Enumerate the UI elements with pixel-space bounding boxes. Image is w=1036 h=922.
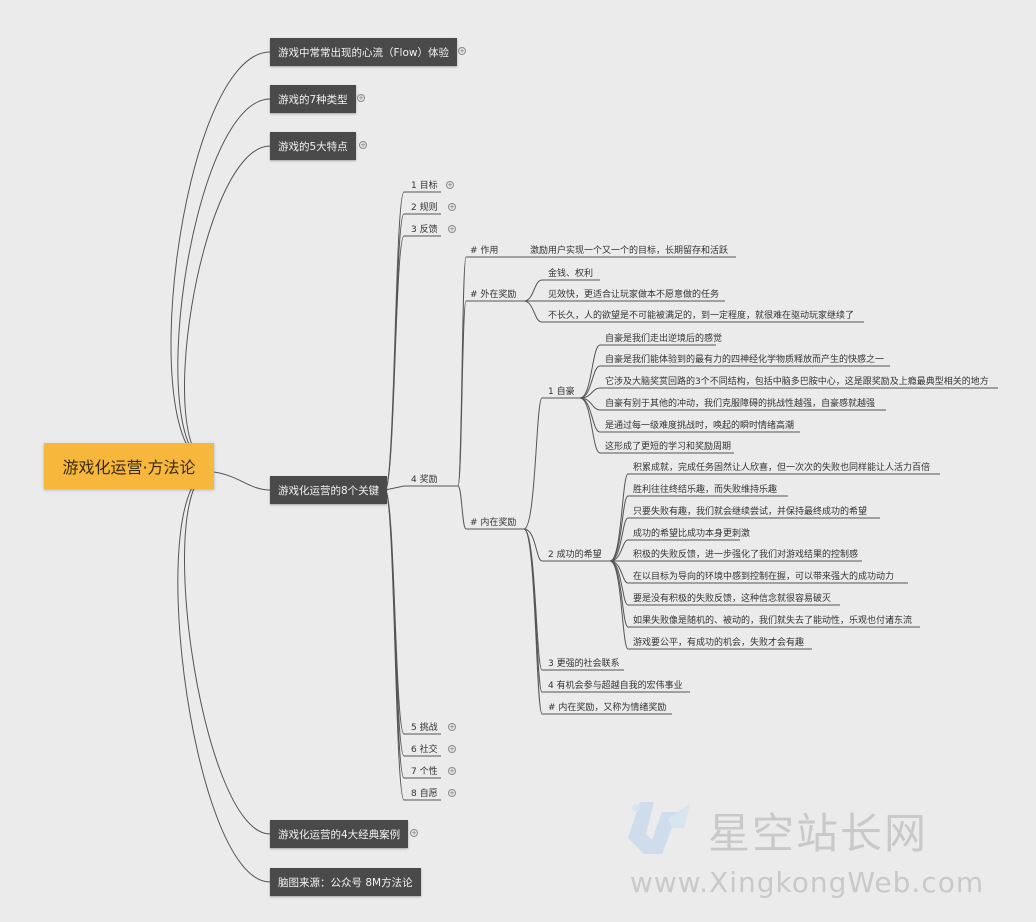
expand-icon[interactable]: +	[448, 789, 456, 797]
main-node-keys[interactable]: 游戏化运营的8个关键	[270, 476, 388, 504]
internal-item[interactable]: 4 有机会参与超越自我的宏伟事业	[548, 681, 683, 691]
main-node-source[interactable]: 脑图来源：公众号 8M方法论	[270, 868, 421, 896]
hope-item[interactable]: 要是没有积极的失败反馈，这种信念就很容易破灭	[633, 594, 832, 604]
expand-icon[interactable]: +	[357, 94, 365, 102]
key-voluntary[interactable]: 8 自愿	[411, 789, 438, 799]
hope-item[interactable]: 游戏要公平，有成功的机会，失败才会有趣	[633, 638, 805, 648]
main-node-types[interactable]: 游戏的7种类型	[270, 85, 356, 113]
watermark-cn: 星空站长网	[708, 809, 929, 858]
expand-icon[interactable]: +	[448, 745, 456, 753]
reward-role-label[interactable]: # 作用	[470, 246, 499, 256]
expand-icon[interactable]: +	[410, 829, 418, 837]
hope-item[interactable]: 积累成就，完成任务固然让人欣喜，但一次次的失败也同样能让人活力百倍	[633, 463, 931, 473]
internal-item[interactable]: 3 更强的社会联系	[548, 659, 620, 669]
key-goal[interactable]: 1 目标	[411, 181, 438, 191]
watermark-logo-icon	[628, 802, 690, 854]
external-item[interactable]: 不长久，人的欲望是不可能被满足的，到一定程度，就很难在驱动玩家继续了	[548, 311, 855, 321]
pride-label[interactable]: 1 自豪	[548, 387, 575, 397]
hope-item[interactable]: 成功的希望比成功本身更刺激	[633, 529, 751, 539]
hope-item[interactable]: 胜利往往终结乐趣，而失败维持乐趣	[633, 485, 778, 495]
key-feedback[interactable]: 3 反馈	[411, 225, 438, 235]
expand-icon[interactable]: +	[458, 47, 466, 55]
pride-item[interactable]: 自豪是我们能体验到的最有力的四神经化学物质释放而产生的快感之一	[605, 355, 885, 365]
expand-icon[interactable]: +	[448, 767, 456, 775]
external-item[interactable]: 见效快，更适合让玩家做本不愿意做的任务	[548, 290, 720, 300]
hope-item[interactable]: 只要失败有趣，我们就会继续尝试，并保持最终成功的希望	[633, 507, 868, 517]
pride-item[interactable]: 是通过每一级难度挑战时，唤起的瞬时情绪高潮	[605, 421, 795, 431]
pride-item[interactable]: 它涉及大脑奖赏回路的3个不同结构，包括中脑多巴胺中心，这是跟奖励及上瘾最典型相关…	[605, 377, 989, 387]
key-reward[interactable]: 4 奖励	[411, 475, 438, 485]
hope-item[interactable]: 在以目标为导向的环境中感到控制在握，可以带来强大的成功动力	[633, 572, 895, 582]
internal-item[interactable]: # 内在奖励，又称为情绪奖励	[548, 703, 667, 713]
pride-item[interactable]: 自豪是我们走出逆境后的感觉	[605, 334, 723, 344]
hope-item[interactable]: 如果失败像是随机的、被动的，我们就失去了能动性，乐观也付诸东流	[633, 616, 913, 626]
expand-icon[interactable]: +	[359, 141, 367, 149]
key-challenge[interactable]: 5 挑战	[411, 723, 438, 733]
root-node[interactable]: 游戏化运营·方法论	[44, 443, 214, 489]
key-social[interactable]: 6 社交	[411, 745, 438, 755]
main-node-cases[interactable]: 游戏化运营的4大经典案例	[270, 820, 409, 848]
hope-item[interactable]: 积极的失败反馈，进一步强化了我们对游戏结果的控制感	[633, 550, 859, 560]
hope-label[interactable]: 2 成功的希望	[548, 550, 602, 560]
internal-reward-label[interactable]: # 内在奖励	[470, 518, 517, 528]
key-personality[interactable]: 7 个性	[411, 767, 438, 777]
expand-icon[interactable]: +	[448, 203, 456, 211]
expand-icon[interactable]: +	[448, 723, 456, 731]
main-node-features[interactable]: 游戏的5大特点	[270, 132, 356, 160]
reward-role-text[interactable]: 激励用户实现一个又一个的目标，长期留存和活跃	[530, 246, 729, 256]
external-reward-label[interactable]: # 外在奖励	[470, 290, 517, 300]
watermark-en: www.XingkongWeb.com	[630, 866, 985, 899]
pride-item[interactable]: 这形成了更短的学习和奖励周期	[605, 442, 732, 452]
external-item[interactable]: 金钱、权利	[548, 269, 594, 279]
expand-icon[interactable]: +	[448, 225, 456, 233]
expand-icon[interactable]: +	[446, 181, 454, 189]
main-node-flow[interactable]: 游戏中常常出现的心流（Flow）体验	[270, 38, 457, 66]
key-rules[interactable]: 2 规则	[411, 203, 438, 213]
pride-item[interactable]: 自豪有别于其他的冲动，我们克服障碍的挑战性越强，自豪感就越强	[605, 399, 876, 409]
